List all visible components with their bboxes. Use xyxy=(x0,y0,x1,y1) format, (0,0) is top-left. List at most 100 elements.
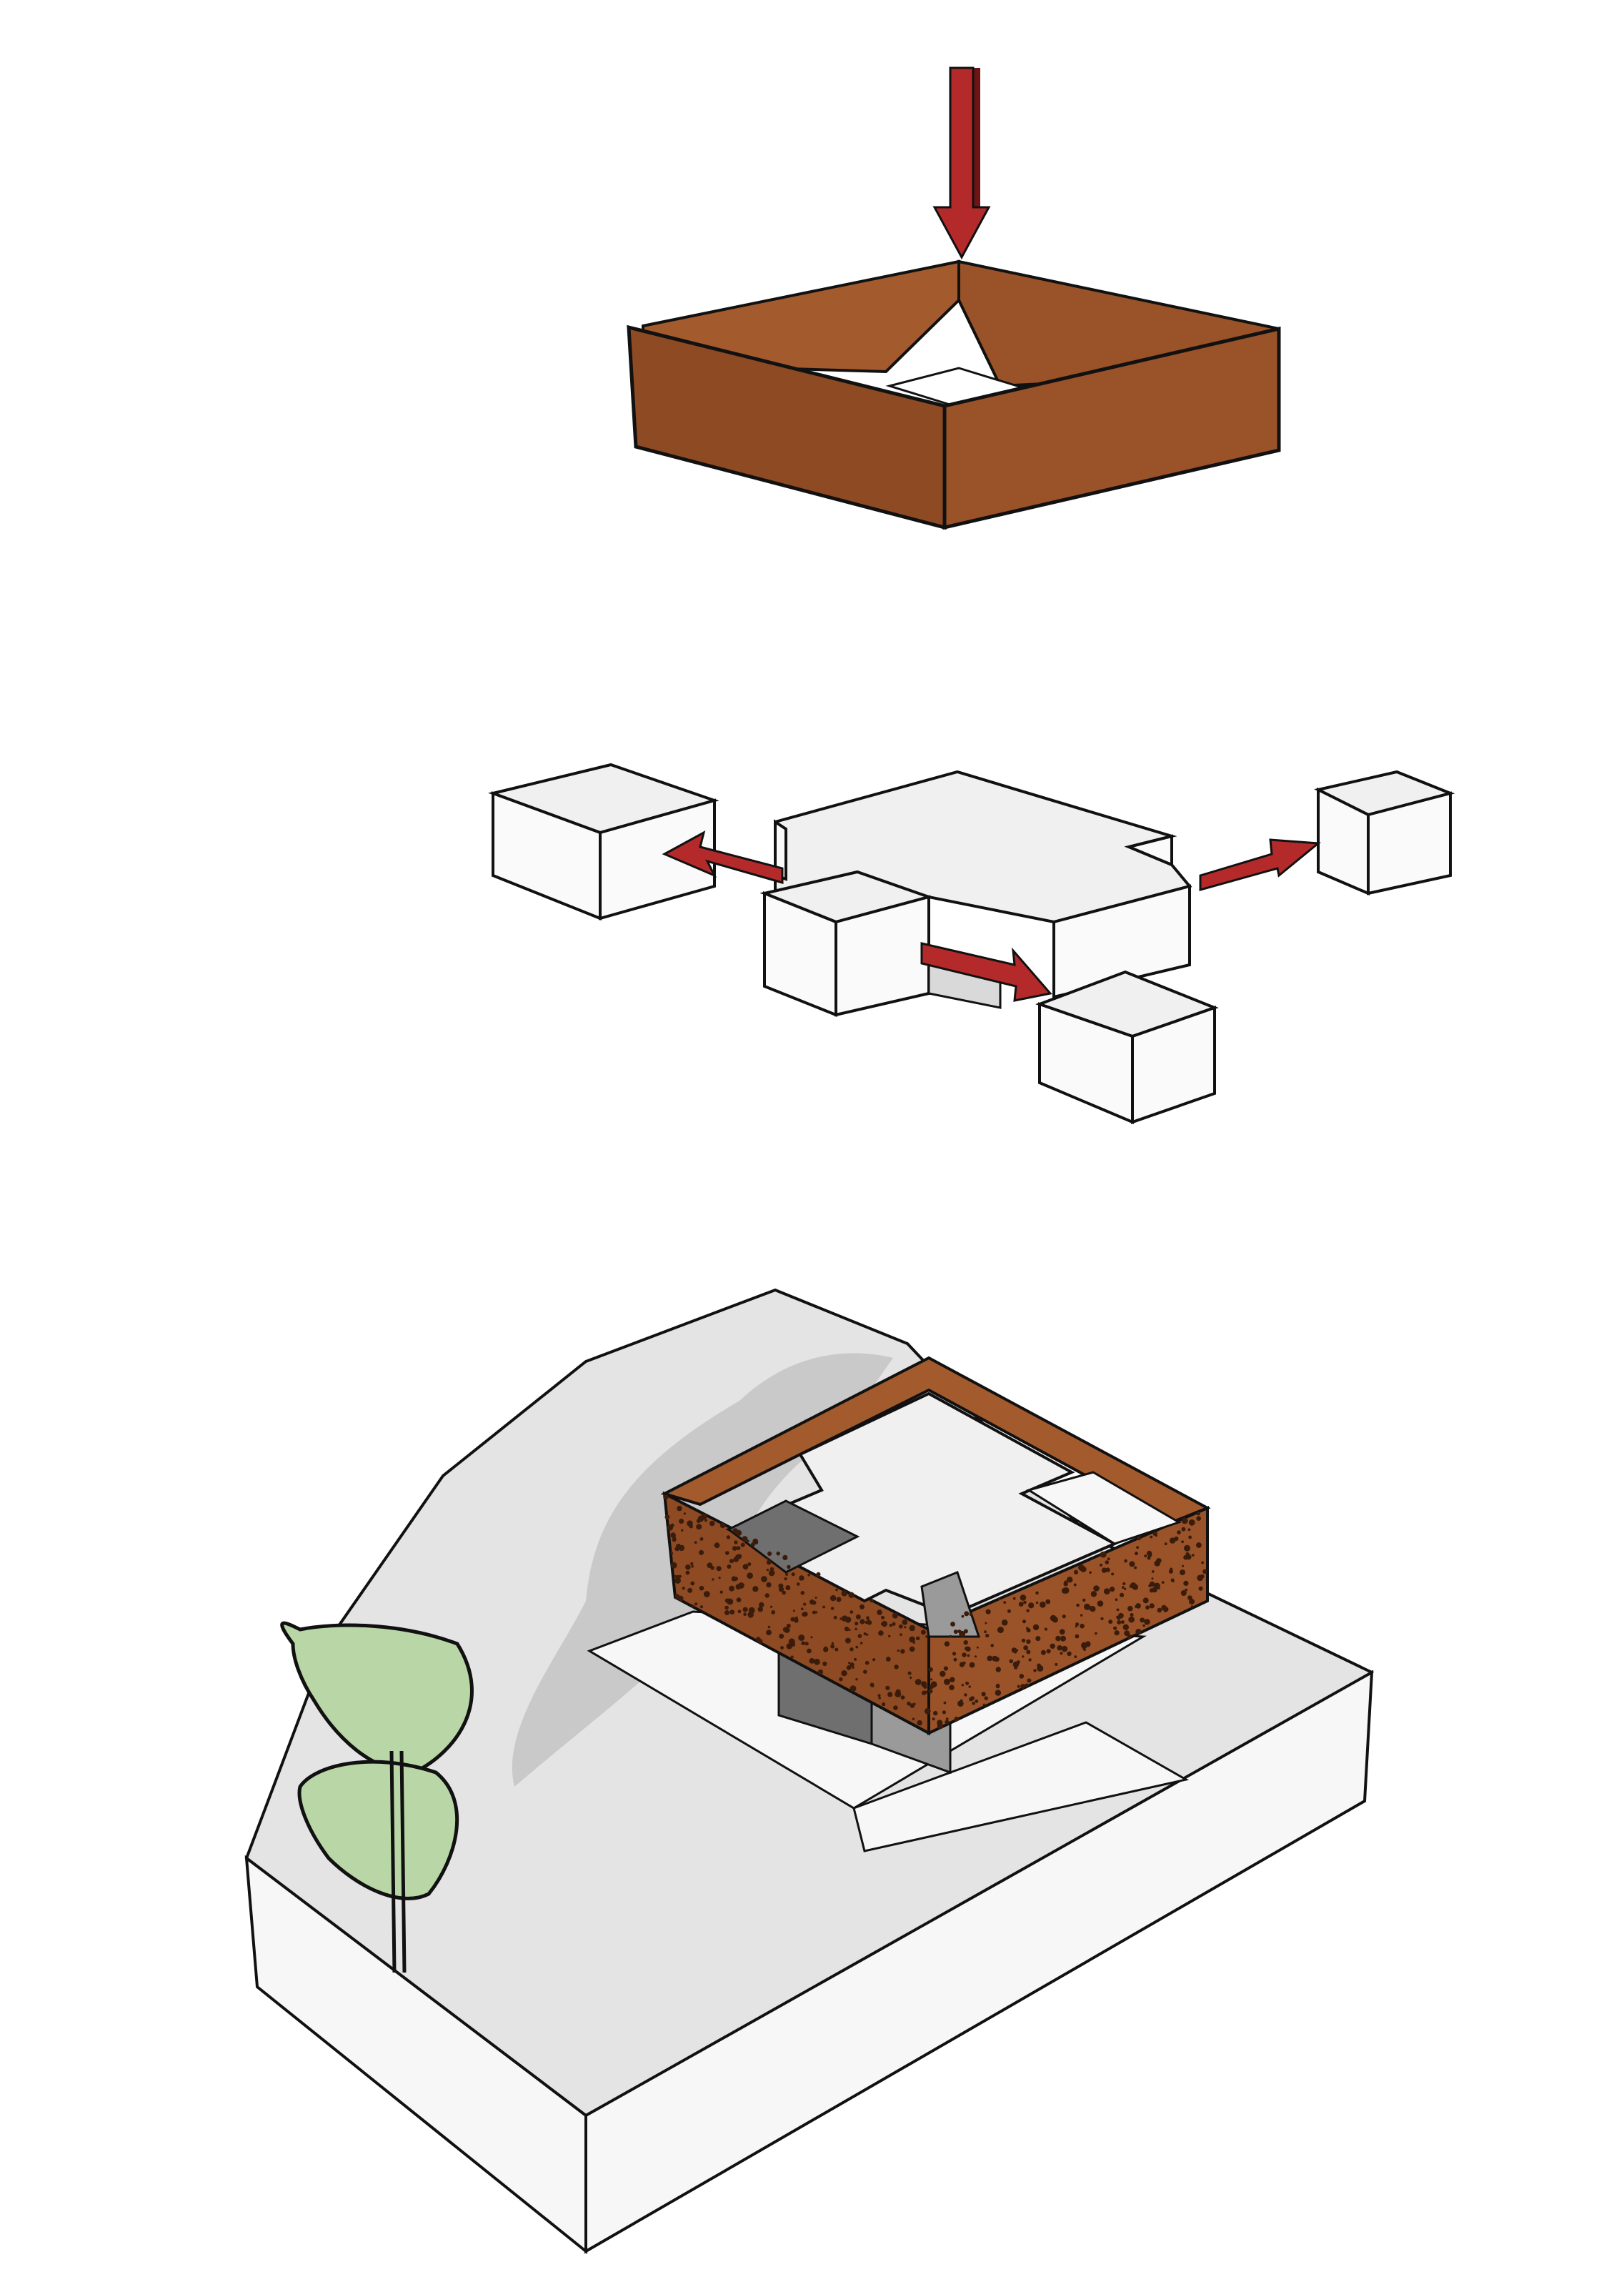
corten-speckle xyxy=(866,1633,869,1636)
corten-speckle xyxy=(1142,1624,1145,1627)
stage-corten-ring xyxy=(627,259,1281,530)
corten-speckle xyxy=(732,1546,737,1551)
corten-speckle xyxy=(1128,1616,1135,1623)
corten-speckle xyxy=(1062,1614,1066,1619)
arrow-down-icon xyxy=(932,66,991,260)
corten-speckle xyxy=(909,1676,912,1680)
corten-speckle xyxy=(1060,1652,1063,1655)
corten-speckle xyxy=(1183,1580,1189,1586)
corten-speckle xyxy=(809,1599,815,1604)
corten-speckle xyxy=(1129,1607,1133,1611)
corten-speckle xyxy=(694,1602,698,1606)
corten-speckle xyxy=(1181,1527,1186,1532)
corten-speckle xyxy=(1003,1601,1007,1604)
corten-speckle xyxy=(804,1642,809,1646)
corten-speckle xyxy=(719,1523,726,1529)
corten-speckle xyxy=(812,1610,816,1614)
corten-speckle xyxy=(867,1620,872,1625)
corten-speckle xyxy=(1111,1572,1115,1576)
corten-speckle xyxy=(967,1654,970,1657)
corten-speckle xyxy=(674,1577,681,1584)
corten-speckle xyxy=(664,1514,670,1520)
corten-speckle xyxy=(726,1598,732,1604)
corten-speckle xyxy=(719,1590,723,1594)
corten-speckle xyxy=(1142,1597,1149,1604)
corten-speckle xyxy=(1020,1594,1027,1601)
corten-speckle xyxy=(1134,1566,1137,1569)
corten-speckle xyxy=(985,1609,991,1614)
corten-speckle xyxy=(1014,1666,1017,1670)
corten-speckle xyxy=(854,1657,857,1661)
corten-speckle xyxy=(1040,1649,1046,1655)
corten-speckle xyxy=(863,1670,867,1674)
corten-speckle xyxy=(1015,1649,1019,1652)
corten-speckle xyxy=(915,1679,922,1685)
corten-speckle xyxy=(1026,1639,1031,1644)
corten-speckle xyxy=(798,1634,805,1641)
corten-speckle xyxy=(950,1677,955,1682)
corten-speckle xyxy=(735,1529,742,1537)
corten-speckle xyxy=(785,1585,791,1590)
corten-speckle xyxy=(852,1666,855,1669)
corten-speckle xyxy=(867,1618,870,1621)
corten-speckle xyxy=(1055,1635,1061,1642)
corten-speckle xyxy=(1130,1613,1134,1617)
corten-speckle xyxy=(1085,1642,1091,1647)
corten-speckle xyxy=(801,1641,805,1645)
corten-speckle xyxy=(810,1636,813,1639)
corten-speckle xyxy=(1080,1623,1085,1629)
corten-speckle xyxy=(900,1649,905,1654)
corten-speckle xyxy=(917,1720,922,1726)
corten-speckle xyxy=(898,1624,903,1629)
corten-speckle xyxy=(830,1595,837,1602)
corten-speckle xyxy=(803,1602,807,1606)
corten-speckle xyxy=(1055,1662,1058,1666)
corten-speckle xyxy=(742,1536,748,1542)
corten-speckle xyxy=(1192,1554,1195,1557)
corten-speckle xyxy=(701,1513,707,1520)
corten-speckle xyxy=(974,1655,977,1658)
corten-speckle xyxy=(985,1634,990,1638)
corten-speckle xyxy=(940,1670,946,1677)
corten-speckle xyxy=(995,1684,1000,1689)
corten-speckle xyxy=(830,1607,835,1610)
corten-speckle xyxy=(912,1641,916,1644)
corten-speckle xyxy=(963,1640,968,1645)
corten-speckle xyxy=(1062,1587,1070,1594)
corten-speckle xyxy=(678,1574,682,1578)
corten-speckle xyxy=(787,1564,791,1569)
corten-speckle xyxy=(1023,1645,1029,1651)
corten-speckle xyxy=(1032,1624,1040,1631)
corten-speckle xyxy=(1161,1581,1165,1584)
corten-speckle xyxy=(691,1564,694,1568)
corten-speckle xyxy=(1151,1577,1154,1580)
corten-speckle xyxy=(835,1588,838,1592)
corten-speckle xyxy=(887,1692,893,1697)
corten-speckle xyxy=(757,1607,764,1612)
corten-speckle xyxy=(726,1535,731,1539)
corten-speckle xyxy=(690,1581,695,1586)
corten-speckle xyxy=(1190,1605,1194,1608)
corten-speckle xyxy=(963,1629,968,1634)
corten-speckle xyxy=(790,1617,795,1622)
corten-speckle xyxy=(1157,1607,1162,1613)
corten-speckle xyxy=(907,1671,912,1675)
corten-speckle xyxy=(1122,1582,1126,1586)
corten-speckle xyxy=(975,1700,979,1703)
corten-speckle xyxy=(830,1644,835,1649)
corten-speckle xyxy=(1105,1567,1110,1572)
corten-speckle xyxy=(925,1690,928,1694)
corten-speckle xyxy=(878,1630,884,1636)
corten-speckle xyxy=(1198,1586,1203,1591)
corten-speckle xyxy=(950,1622,955,1627)
corten-speckle xyxy=(748,1607,755,1614)
corten-speckle xyxy=(799,1575,804,1581)
corten-speckle xyxy=(1045,1599,1051,1604)
corten-speckle xyxy=(674,1574,677,1578)
corten-speckle xyxy=(930,1678,933,1681)
corten-speckle xyxy=(846,1665,852,1670)
corten-speckle xyxy=(885,1685,890,1690)
corten-speckle xyxy=(907,1701,911,1706)
corten-speckle xyxy=(809,1658,815,1664)
corten-speckle xyxy=(767,1557,769,1560)
